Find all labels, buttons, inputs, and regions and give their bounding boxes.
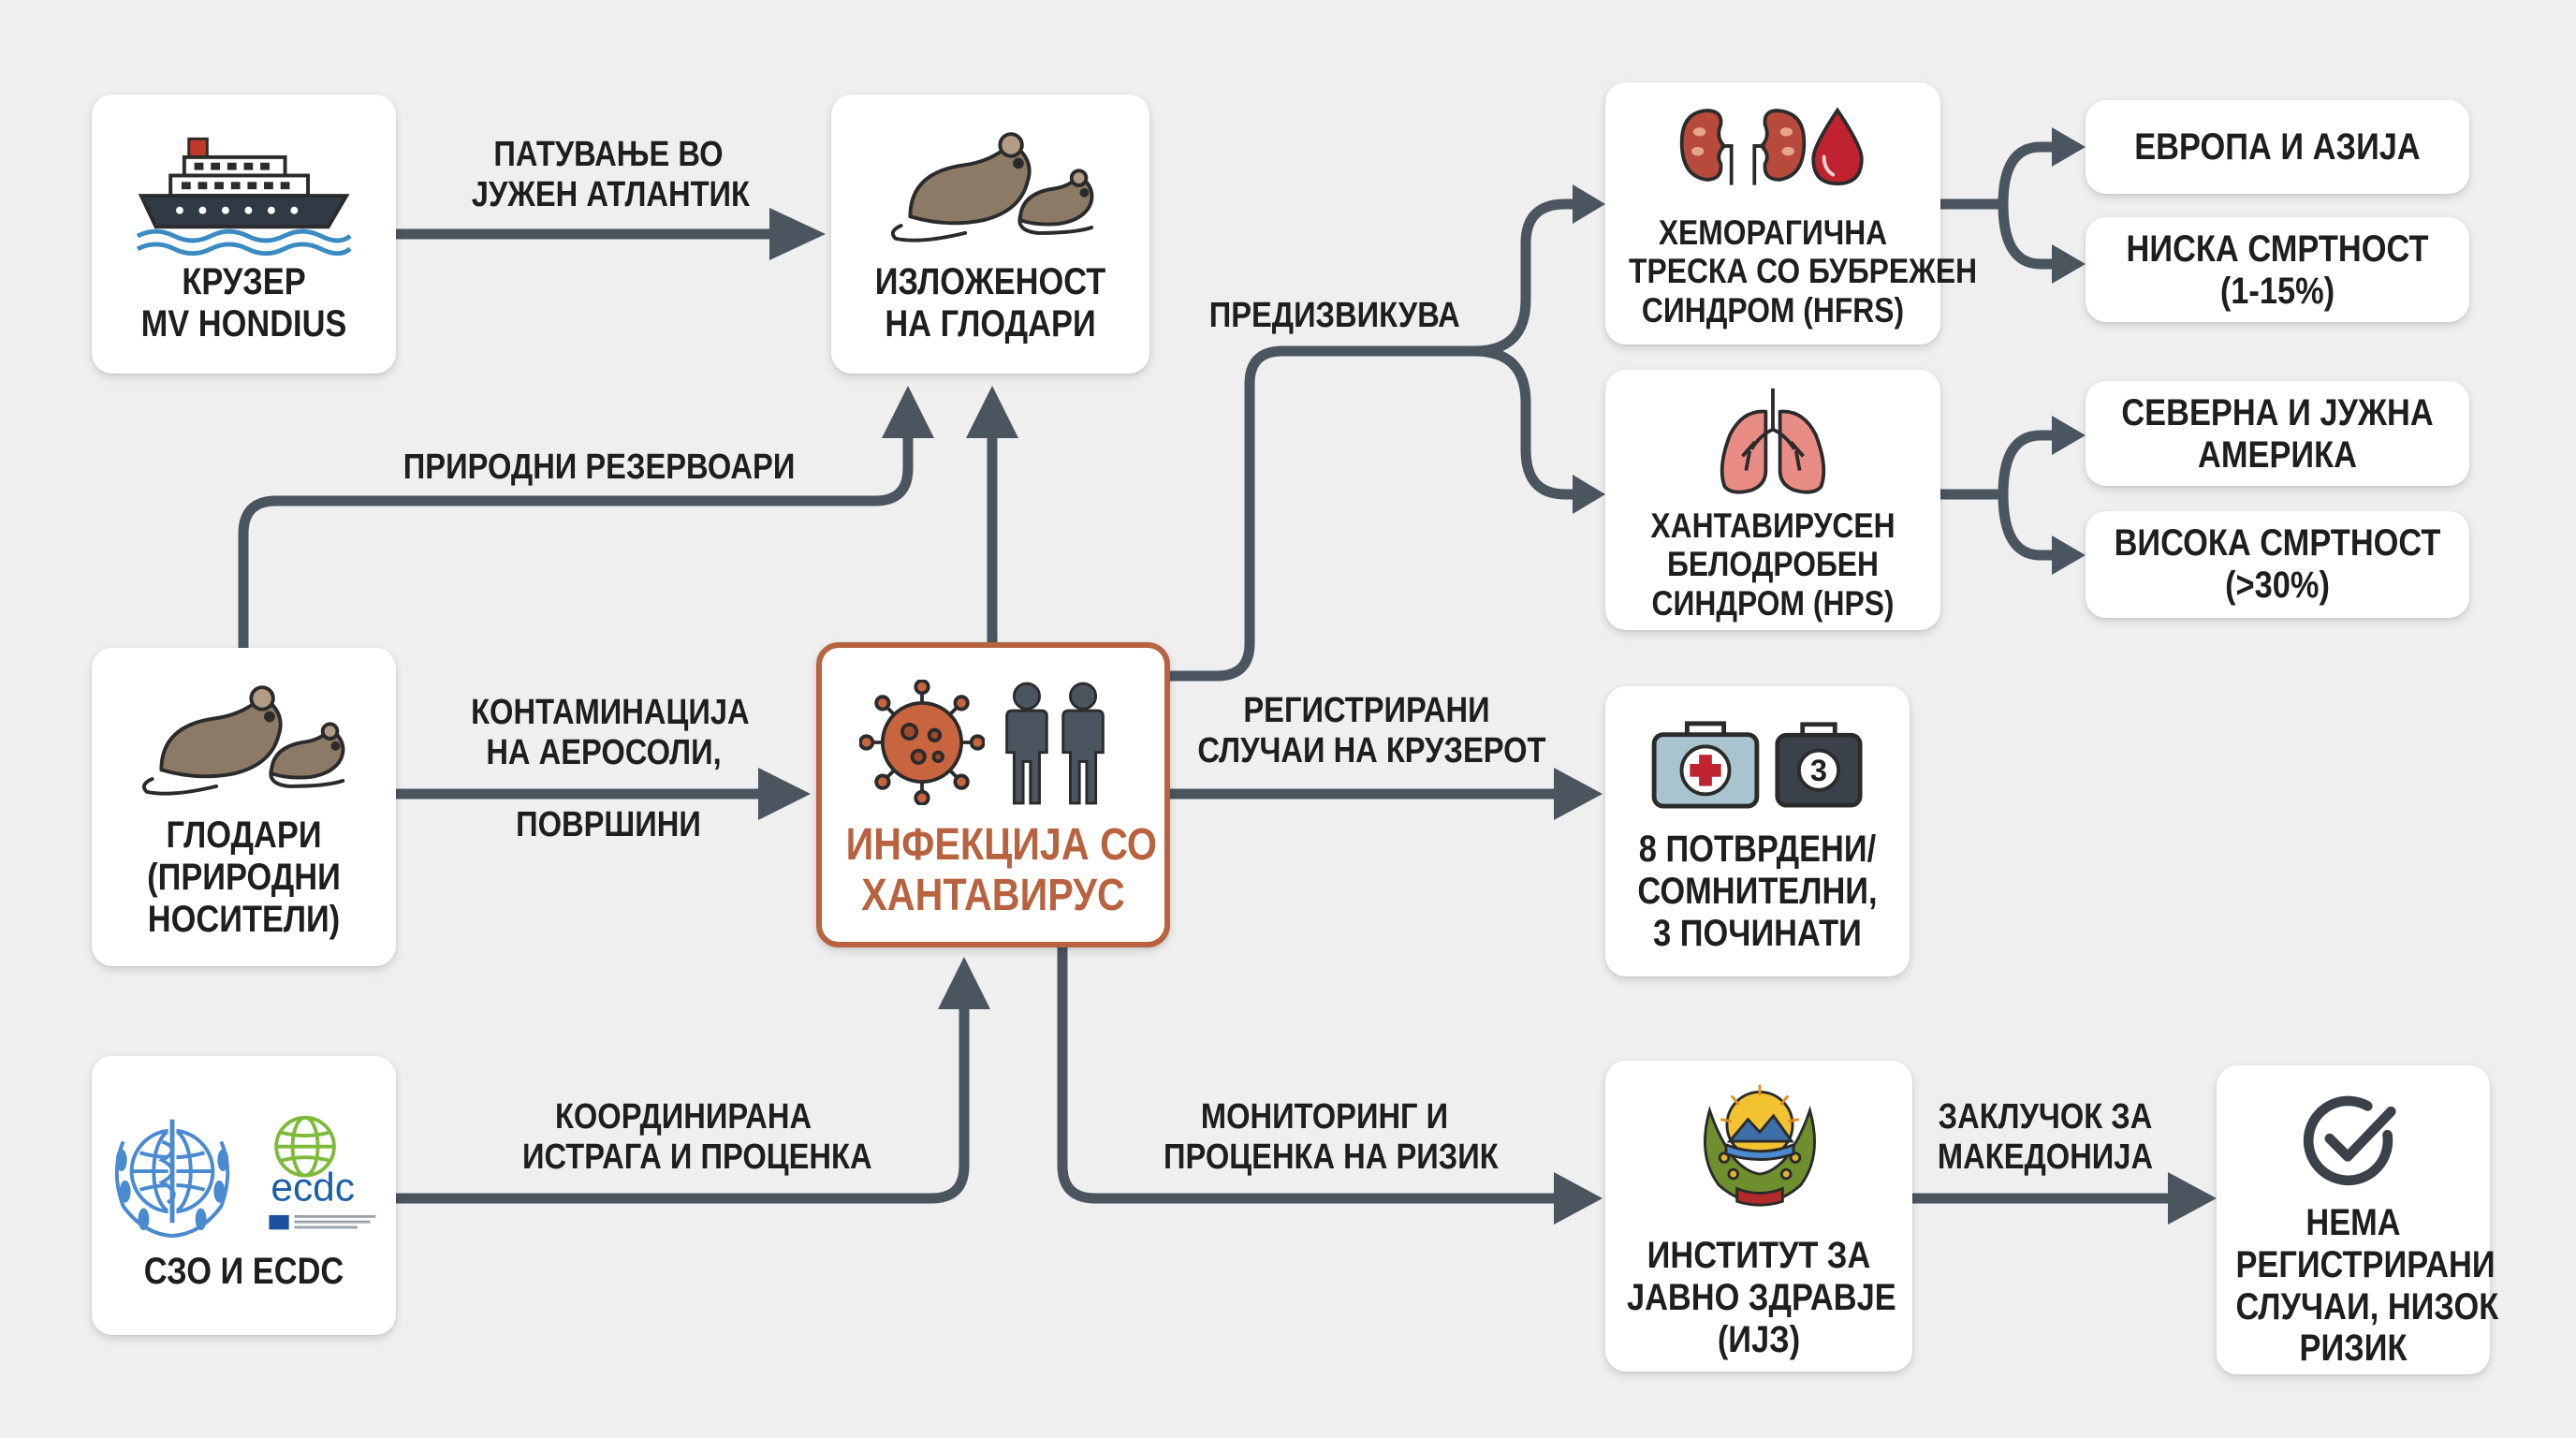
arrow-monitoring — [1057, 942, 1588, 1204]
node-who-ecdc: ecdc СЗО И ECDC — [92, 1056, 396, 1335]
node-cases: 3 8 ПОТВРДЕНИ/ СОМНИТЕЛНИ, 3 ПОЧИНАТИ — [1605, 686, 1910, 976]
edge-label-registered: РЕГИСТРИРАНИ СЛУЧАИ НА КРУЗЕРОТ — [1197, 691, 1546, 771]
rats-icon — [141, 685, 345, 796]
node-high-mortality: ВИСОКА СМРТНОСТ (>30%) — [2086, 511, 2469, 618]
node-high-mortality-label: ВИСОКА СМРТНОСТ (>30%) — [2114, 522, 2441, 606]
edge-label-monitoring: МОНИТОРИНГ И ПРОЦЕНКА НА РИЗИК — [1164, 1097, 1499, 1178]
arrowhead — [2052, 244, 2086, 284]
node-americas: СЕВЕРНА И ЈУЖНА АМЕРИКА — [2086, 381, 2469, 486]
node-low-mortality: НИСКА СМРТНОСТ (1-15%) — [2086, 217, 2469, 322]
node-infection: ИНФЕКЦИЈА СО ХАНТАВИРУС — [816, 642, 1170, 947]
node-europe-asia-label: ЕВРОПА И АЗИЈА — [2134, 126, 2421, 168]
node-hfrs-label: ХЕМОРАГИЧНА ТРЕСКА СО БУБРЕЖЕН СИНДРОМ (… — [1629, 213, 1978, 330]
node-americas-label: СЕВЕРНА И ЈУЖНА АМЕРИКА — [2121, 392, 2434, 476]
edge-label-surfaces: ПОВРШИНИ — [516, 805, 701, 844]
node-rodents-label: ГЛОДАРИ (ПРИРОДНИ НОСИТЕЛИ) — [147, 814, 341, 940]
node-exposure: ИЗЛОЖЕНОСТ НА ГЛОДАРИ — [831, 95, 1149, 374]
rats-icon — [890, 132, 1094, 242]
arrowhead — [758, 768, 811, 820]
numbered-kit-icon: 3 — [1775, 722, 1863, 808]
arrowhead — [1554, 1172, 1603, 1225]
arrow-branch-hfrs — [1469, 198, 1588, 357]
edge-label-conclusion-mk: ЗАКЛУЧОК ЗА МАКЕДОНИЈА — [1937, 1097, 2154, 1178]
node-conclusion: НЕМА РЕГИСТРИРАНИ СЛУЧАИ, НИЗОК РИЗИК — [2217, 1065, 2499, 1374]
kidneys-icon — [1679, 109, 1807, 185]
check-circle-icon — [2303, 1095, 2396, 1186]
arrowhead — [2052, 416, 2086, 455]
medical-kit-icon — [1651, 721, 1760, 809]
edge-label-contamination: КОНТАМИНАЦИЈА НА АЕРОСОЛИ, — [471, 693, 750, 773]
arrowhead — [2052, 127, 2086, 167]
node-rodents: ГЛОДАРИ (ПРИРОДНИ НОСИТЕЛИ) — [92, 648, 396, 966]
node-cruiser-label: КРУЗЕР MV HONDIUS — [140, 261, 347, 345]
arrowhead — [882, 386, 934, 438]
arrowhead — [966, 386, 1018, 438]
arrow-branch-hps — [1469, 345, 1588, 500]
arrowhead — [1573, 475, 1605, 514]
edge-label-travel: ПАТУВАЊЕ ВО ЈУЖЕН АТЛАНТИК — [471, 135, 750, 215]
people-icon — [1005, 682, 1105, 805]
virus-icon — [859, 680, 985, 805]
edge-label-causes: ПРЕДИЗВИКУВА — [1208, 296, 1460, 335]
coat-of-arms-logo — [1704, 1084, 1816, 1207]
ecdc-logo-text: ecdc — [271, 1166, 355, 1210]
arrow-reservoirs — [238, 416, 914, 653]
edge-label-coordinated: КООРДИНИРАНА ИСТРАГА И ПРОЦЕНКА — [522, 1097, 872, 1178]
arrow-hfrs-low — [1998, 198, 2065, 270]
node-ijz: ИНСТИТУТ ЗА ЈАВНО ЗДРАВЈЕ (ИЈЗ) — [1605, 1061, 1912, 1372]
arrow-hfrs-europe — [1998, 141, 2065, 210]
arrow-hps-americas — [1998, 430, 2065, 500]
arrow-coordinated — [392, 991, 970, 1204]
arrow-hps-high — [1998, 489, 2065, 561]
arrowhead — [2168, 1172, 2217, 1225]
node-who-ecdc-label: СЗО И ECDC — [143, 1251, 344, 1292]
ecdc-logo: ecdc — [269, 1115, 376, 1230]
node-europe-asia: ЕВРОПА И АЗИЈА — [2086, 100, 2469, 194]
who-emblem-icon — [114, 1119, 230, 1239]
node-ijz-label: ИНСТИТУТ ЗА ЈАВНО ЗДРАВЈЕ (ИЈЗ) — [1626, 1235, 1896, 1360]
arrow-causes — [1164, 345, 1480, 682]
lungs-icon — [1720, 388, 1826, 494]
node-hfrs: ХЕМОРАГИЧНА ТРЕСКА СО БУБРЕЖЕН СИНДРОМ (… — [1605, 82, 1978, 345]
blood-drop-icon — [1811, 107, 1864, 186]
kit-badge-number: 3 — [1810, 753, 1827, 787]
node-hps: ХАНТАВИРУСЕН БЕЛОДРОБЕН СИНДРОМ (HPS) — [1605, 370, 1940, 630]
node-hps-label: ХАНТАВИРУСЕН БЕЛОДРОБЕН СИНДРОМ (HPS) — [1650, 506, 1895, 623]
arrowhead — [1573, 184, 1605, 224]
node-low-mortality-label: НИСКА СМРТНОСТ (1-15%) — [2126, 228, 2429, 312]
arrowhead — [769, 208, 826, 260]
arrowhead — [2052, 536, 2086, 575]
node-cruiser: КРУЗЕР MV HONDIUS — [92, 95, 396, 374]
arrowhead — [1554, 768, 1603, 820]
node-conclusion-label: НЕМА РЕГИСТРИРАНИ СЛУЧАИ, НИЗОК РИЗИК — [2235, 1202, 2499, 1370]
node-infection-label: ИНФЕКЦИЈА СО ХАНТАВИРУС — [845, 820, 1158, 920]
node-exposure-label: ИЗЛОЖЕНОСТ НА ГЛОДАРИ — [874, 261, 1106, 345]
arrowhead — [938, 957, 990, 1009]
edge-label-reservoirs: ПРИРОДНИ РЕЗЕРВОАРИ — [402, 448, 796, 487]
node-cases-label: 8 ПОТВРДЕНИ/ СОМНИТЕЛНИ, 3 ПОЧИНАТИ — [1637, 829, 1878, 954]
cruise-ship-icon — [136, 137, 352, 257]
